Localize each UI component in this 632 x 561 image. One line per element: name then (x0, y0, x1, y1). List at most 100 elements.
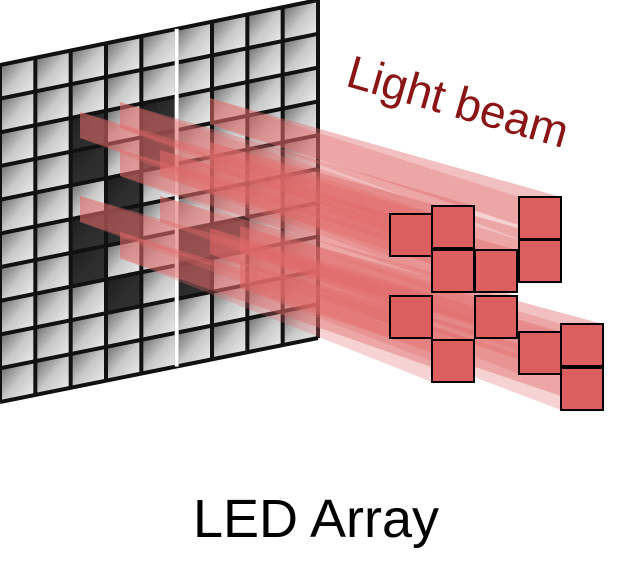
led-grid-row-line (0, 200, 319, 270)
led-cell (0, 293, 36, 335)
led-cell (282, 304, 318, 346)
light-beam (120, 232, 474, 382)
light-beam (80, 112, 432, 256)
lit-led (106, 272, 142, 314)
led-cell (141, 62, 177, 104)
lit-led (106, 171, 142, 212)
pattern-pixel (560, 367, 604, 411)
led-array-panel (0, 0, 320, 404)
pattern-pixel (389, 295, 433, 339)
led-cell (35, 84, 71, 126)
led-cell (282, 270, 318, 312)
lit-leds (70, 96, 248, 314)
led-grid-row-line (0, 167, 319, 236)
lit-led (176, 224, 212, 266)
led-cell (282, 33, 318, 75)
led-cell (212, 82, 248, 123)
led-cell (176, 122, 212, 164)
led-cell (282, 202, 318, 244)
led-cell (176, 291, 212, 333)
led-cell (247, 74, 283, 116)
led-cell (212, 48, 248, 90)
led-cell (0, 158, 36, 200)
led-cell (0, 361, 36, 402)
led-cell (141, 265, 177, 307)
led-cell (70, 279, 106, 321)
light-beam-shade (120, 232, 432, 382)
led-cell (247, 243, 283, 285)
lit-led (70, 144, 106, 186)
led-cell (176, 21, 212, 63)
led-grid-row-line (0, 31, 319, 101)
led-cell (0, 125, 36, 167)
led-cell (0, 91, 36, 133)
led-cell (141, 298, 177, 340)
lit-led (141, 130, 177, 172)
led-cell (35, 50, 71, 92)
led-cell (106, 306, 142, 347)
led-cell (106, 339, 142, 381)
light-beam-shade (80, 196, 390, 338)
led-cell (0, 327, 36, 369)
lit-led (212, 217, 248, 259)
pattern-pixel (474, 295, 518, 339)
led-cell (176, 89, 212, 131)
led-cell (0, 192, 36, 234)
led-cell (106, 103, 142, 145)
led-cell (176, 190, 212, 232)
led-cell (176, 156, 212, 198)
light-beam (210, 228, 561, 374)
light-beam-shade (120, 150, 432, 292)
led-cell (176, 55, 212, 97)
led-cell (0, 260, 36, 301)
led-cell (212, 183, 248, 225)
led-grid-row-line (0, 268, 319, 337)
led-grid-row-line (0, 65, 319, 135)
led-cell (106, 69, 142, 111)
led-cell (141, 197, 177, 239)
light-beam (210, 98, 561, 239)
led-cell (141, 163, 177, 205)
pattern-pixel (560, 323, 604, 367)
light-beam (120, 102, 474, 248)
pattern-pixel (431, 205, 475, 249)
led-cell (247, 108, 283, 150)
led-cell (70, 346, 106, 388)
pattern-pixel (518, 239, 562, 283)
led-cell (212, 149, 248, 191)
led-cell (70, 178, 106, 220)
led-cell (282, 67, 318, 109)
pattern-pixel (431, 249, 475, 293)
led-cell (70, 77, 106, 118)
led-cell (212, 284, 248, 326)
led-grid-lines (0, 0, 320, 404)
led-cell (141, 28, 177, 70)
led-cell (282, 135, 318, 177)
pattern-pixel (431, 339, 475, 383)
pattern-pixel (474, 249, 518, 293)
led-grid-row-line (0, 99, 319, 169)
led-cell (282, 236, 318, 278)
led-cell (35, 252, 71, 294)
led-grid-row-line (0, 0, 319, 67)
lit-led (176, 258, 212, 299)
led-cell (141, 231, 177, 273)
led-cell (247, 277, 283, 319)
lit-led (70, 245, 106, 287)
light-beam-shade (120, 102, 432, 248)
lit-led (141, 96, 177, 138)
led-cell (282, 169, 318, 210)
led-grid-row-line (0, 336, 319, 404)
led-cell (212, 318, 248, 360)
led-cell (35, 219, 71, 261)
pattern-pixel (389, 213, 433, 257)
led-cell (0, 57, 36, 99)
pattern-pixel (518, 331, 562, 375)
led-cell (106, 137, 142, 179)
led-cell (35, 320, 71, 362)
led-cell (35, 354, 71, 395)
led-cell (247, 142, 283, 184)
led-cell (106, 238, 142, 280)
led-cell (35, 118, 71, 159)
